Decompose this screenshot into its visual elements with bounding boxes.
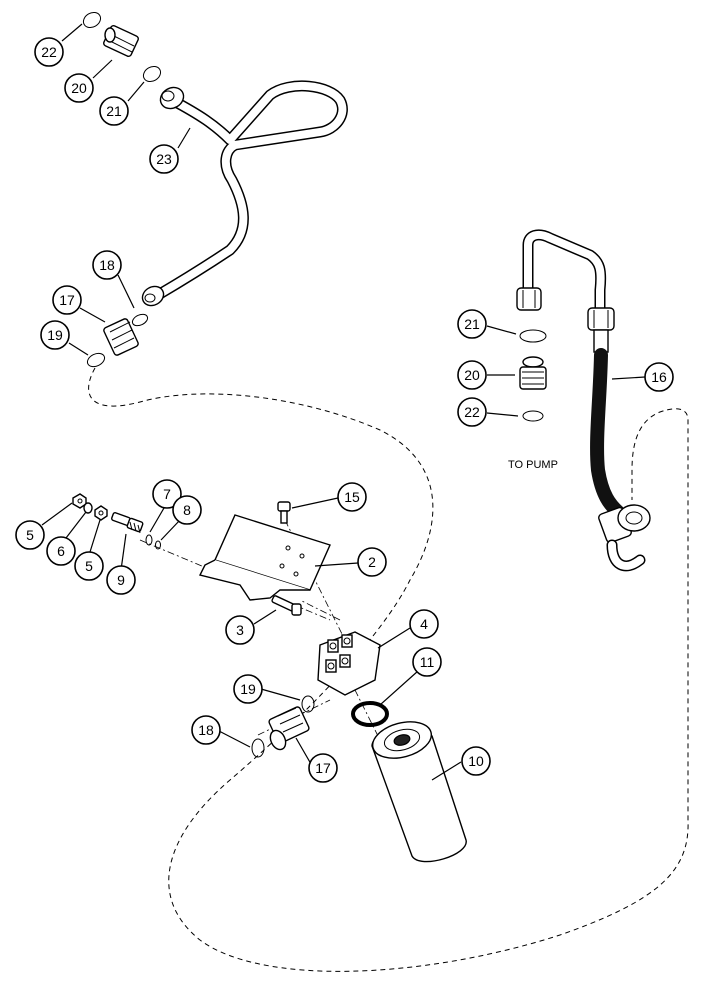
callout-23: 23: [149, 144, 179, 174]
callout-2: 2: [357, 547, 387, 577]
o-ring-22-top: [82, 11, 102, 29]
tube-nut-bottom: [141, 285, 165, 307]
callout-6: 6: [46, 536, 76, 566]
callout-19: 19: [40, 320, 70, 350]
callout-10: 10: [461, 746, 491, 776]
svg-text:18: 18: [198, 722, 214, 738]
o-ring-21-right: [519, 329, 547, 343]
callout-21: 21: [457, 309, 487, 339]
o-ring-8: [155, 540, 161, 550]
to-pump-note: TO PUMP: [508, 459, 558, 471]
o-ring-18-left: [131, 313, 149, 327]
bolt-15: [277, 501, 291, 524]
svg-text:11: 11: [420, 654, 435, 670]
svg-text:3: 3: [236, 622, 244, 638]
callout-17: 17: [52, 285, 82, 315]
callout-21: 21: [99, 96, 129, 126]
callout-11: 11: [412, 647, 442, 677]
svg-text:4: 4: [420, 616, 428, 632]
callout-4: 4: [409, 609, 439, 639]
svg-text:2: 2: [368, 554, 376, 570]
svg-text:5: 5: [85, 558, 93, 574]
svg-text:17: 17: [59, 292, 75, 308]
svg-text:21: 21: [106, 103, 122, 119]
svg-text:16: 16: [651, 369, 667, 385]
hose-end-fitting: [598, 504, 651, 572]
tube-23: [141, 80, 348, 307]
callout-22: 22: [457, 397, 487, 427]
sensor-9: [111, 512, 144, 534]
callout-22: 22: [34, 37, 64, 67]
o-ring-7: [145, 534, 153, 546]
filter-head-4: [317, 631, 381, 696]
callout-20: 20: [64, 73, 94, 103]
callout-17: 17: [308, 753, 338, 783]
hose-nut-right: [587, 307, 615, 331]
callout-16: 16: [644, 362, 674, 392]
svg-text:18: 18: [99, 257, 115, 273]
nut-5-b: [94, 505, 108, 521]
callout-20: 20: [457, 360, 487, 390]
svg-text:20: 20: [464, 367, 480, 383]
svg-text:17: 17: [315, 760, 331, 776]
svg-text:19: 19: [240, 681, 256, 697]
svg-text:20: 20: [71, 80, 87, 96]
fitting-17-lower: [268, 706, 310, 751]
filter-element-10: [371, 721, 467, 863]
svg-text:22: 22: [464, 404, 480, 420]
callout-9: 9: [106, 565, 136, 595]
callout-15: 15: [337, 482, 367, 512]
callout-18: 18: [92, 250, 122, 280]
fitting-17-left: [103, 318, 139, 356]
fitting-20-right: [519, 356, 547, 390]
connection-dashed-path: [88, 367, 689, 972]
svg-text:6: 6: [57, 543, 65, 559]
callout-5: 5: [15, 520, 45, 550]
o-ring-19-lower: [301, 695, 315, 713]
svg-text:5: 5: [26, 527, 34, 543]
hose-nut-upper: [516, 287, 542, 311]
callout-18: 18: [191, 715, 221, 745]
hose-16: [516, 229, 651, 572]
washer-6: [83, 502, 93, 514]
bracket-2: [198, 514, 331, 601]
svg-text:22: 22: [41, 44, 57, 60]
o-ring-22-right: [522, 410, 544, 422]
centerline: [284, 519, 346, 641]
fitting-20-top: [103, 24, 139, 58]
seal-11: [351, 701, 389, 727]
callout-7: 7: [152, 479, 182, 509]
svg-text:15: 15: [344, 489, 360, 505]
callout-19: 19: [233, 674, 263, 704]
tube-nut-top: [159, 86, 185, 110]
callout-8: 8: [172, 495, 202, 525]
svg-text:9: 9: [117, 572, 125, 588]
svg-text:8: 8: [183, 502, 191, 518]
svg-text:7: 7: [163, 486, 171, 502]
svg-text:10: 10: [468, 753, 484, 769]
o-ring-19-left: [86, 352, 106, 368]
svg-text:23: 23: [156, 151, 172, 167]
o-ring-18-lower: [251, 738, 265, 758]
svg-text:19: 19: [47, 327, 63, 343]
svg-text:21: 21: [464, 316, 480, 332]
bolt-3: [271, 595, 302, 616]
callout-5: 5: [74, 551, 104, 581]
o-ring-21-top: [142, 65, 162, 83]
leader-lines: [41, 23, 646, 781]
callout-3: 3: [225, 615, 255, 645]
